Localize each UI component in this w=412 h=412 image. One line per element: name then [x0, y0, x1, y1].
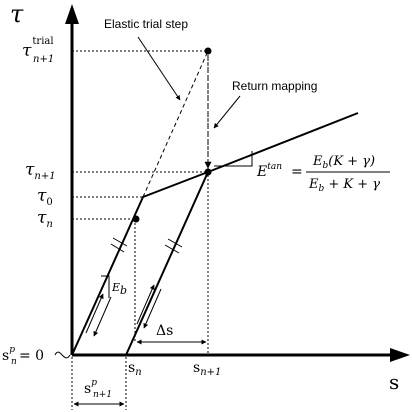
slope-label-eb: Eb [111, 281, 127, 297]
parallel-mark [112, 237, 128, 247]
y-axis-arrowhead [65, 4, 79, 24]
y-axis-symbol: τ [10, 0, 24, 28]
unload-reload-line [125, 171, 209, 356]
elastoplastic-envelope [71, 112, 359, 356]
parallel-mark [167, 238, 183, 248]
trial-elastic-line [142, 50, 209, 198]
tau0-label: τ0 [37, 186, 53, 208]
sn-label: sn [128, 360, 142, 378]
loading-arrow-left [85, 293, 104, 334]
taun-label: τn [37, 208, 53, 230]
origin-curly-pointer [54, 351, 71, 359]
parallel-mark [164, 244, 180, 254]
etan-denominator: Eb + K + γ [308, 177, 380, 194]
etan-numerator: Eb(K + γ) [312, 154, 375, 171]
x-axis-symbol: s [389, 370, 399, 394]
elastic-trial-step-label: Elastic trial step [104, 17, 188, 31]
x-axis-arrowhead [390, 348, 410, 362]
slope-triangle-etan [214, 151, 253, 167]
parallel-marks [110, 237, 183, 254]
etan-equals: = [291, 164, 303, 180]
tangent-modulus-formula: Etan = Eb(K + γ) Eb + K + γ [256, 154, 390, 194]
parallel-mark [110, 243, 125, 253]
state-np1-point [204, 168, 212, 176]
return-mapping-label: Return mapping [232, 79, 317, 93]
unloading-arrow-left [93, 296, 112, 337]
elastic-trial-leader [137, 36, 181, 101]
delta-s-label: Δs [156, 323, 173, 339]
snp1-label: sn+1 [193, 360, 221, 378]
trial-point [204, 47, 212, 55]
return-mapping-leader [213, 95, 241, 129]
guide-lines [71, 50, 209, 410]
slope-triangle-eb [101, 275, 110, 298]
unloading-arrow-right [143, 288, 162, 329]
tau-np1-label: τn+1 [25, 160, 56, 182]
state-n-point [132, 215, 140, 223]
loading-arrow-right [136, 284, 155, 325]
etan-lhs: Etan [256, 162, 282, 180]
